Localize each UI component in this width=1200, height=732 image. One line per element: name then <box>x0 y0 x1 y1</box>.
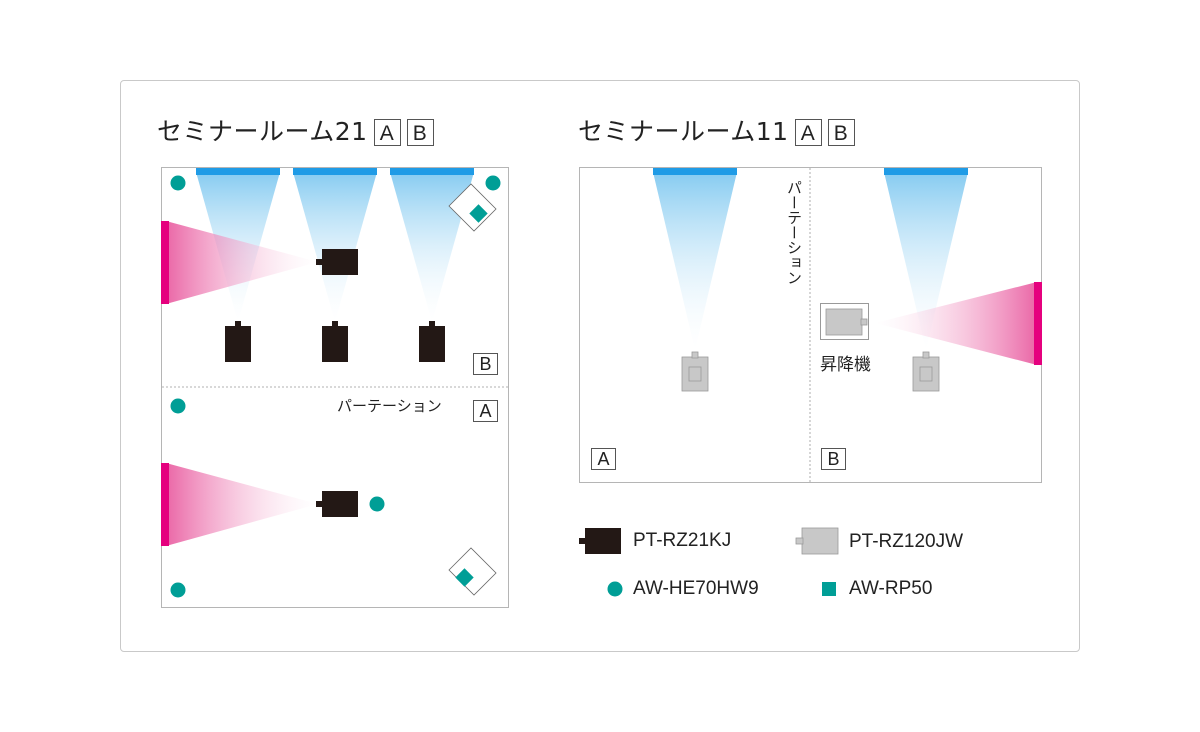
room11-name: セミナールーム11 <box>578 117 789 146</box>
room21-plan <box>161 167 509 608</box>
projector-dark-side-upper <box>316 249 358 275</box>
screen-side-lower <box>161 463 169 546</box>
room11-badge-a: A <box>794 118 822 146</box>
room21-badge-b: B <box>406 118 434 146</box>
camera-21-5 <box>170 582 186 598</box>
diagram-frame <box>120 80 1080 652</box>
room11-zone-b: B <box>821 448 846 470</box>
room11-lift-label: 昇降機 <box>820 355 871 375</box>
beam-side-lower <box>166 463 318 546</box>
beam-11-b <box>884 172 968 350</box>
controller-21-lower <box>448 547 497 596</box>
controller-21-upper <box>448 183 497 232</box>
beam-11-side <box>875 282 1037 365</box>
room21-partition-label: パーテーション <box>337 397 442 415</box>
projector-dark-side-lower <box>316 491 358 517</box>
room11-zone-a: A <box>591 448 616 470</box>
legend-camera-label: AW-HE70HW9 <box>633 578 759 599</box>
legend-icons <box>579 527 839 597</box>
legend-projector-gray-icon <box>795 527 839 555</box>
room21-zone-a: A <box>473 400 498 422</box>
camera-21-4 <box>369 496 385 512</box>
projector-gray-lift <box>820 303 869 340</box>
camera-21-3 <box>170 398 186 414</box>
projector-dark-bottom-1 <box>225 321 251 362</box>
room21-name: セミナールーム21 <box>157 117 368 146</box>
screen-11-side <box>1034 282 1042 365</box>
screen-side-upper <box>161 221 169 304</box>
screen-11-b <box>884 168 968 175</box>
projector-gray-a <box>681 351 709 392</box>
room11-badge-b: B <box>827 118 855 146</box>
room11-plan <box>579 167 1042 483</box>
camera-21-1 <box>170 175 186 191</box>
screen-top-3 <box>390 168 474 175</box>
screen-top-2 <box>293 168 377 175</box>
legend-projector-gray-label: PT-RZ120JW <box>849 531 964 552</box>
beam-top-2 <box>293 172 377 322</box>
projector-gray-b <box>912 351 940 392</box>
room21-badge-a: A <box>373 118 401 146</box>
legend-projector-dark-label: PT-RZ21KJ <box>633 530 732 551</box>
room11-partition-label: パーテーション <box>785 180 803 285</box>
projector-dark-bottom-3 <box>419 321 445 362</box>
legend-controller-label: AW-RP50 <box>849 578 933 599</box>
beam-side-upper <box>166 221 318 304</box>
legend-controller-icon <box>822 582 836 596</box>
beam-11-a <box>653 172 737 350</box>
projector-dark-bottom-2 <box>322 321 348 362</box>
screen-11-a <box>653 168 737 175</box>
camera-21-2 <box>485 175 501 191</box>
room21-zone-b: B <box>473 353 498 375</box>
legend-projector-dark-icon <box>579 528 621 554</box>
legend-camera-icon <box>607 581 623 597</box>
screen-top-1 <box>196 168 280 175</box>
